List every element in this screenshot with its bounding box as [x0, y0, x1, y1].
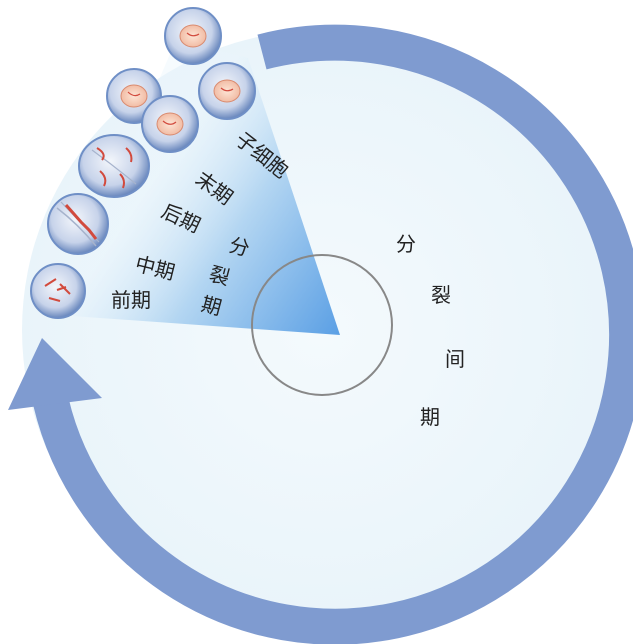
- center-circle: [251, 254, 393, 396]
- anaphase-cell: [78, 134, 150, 198]
- interphase-char-4: 期: [420, 405, 440, 429]
- interphase-char-2: 裂: [431, 283, 451, 307]
- metaphase-cell: [47, 193, 109, 255]
- daughter-cell-pair: [164, 7, 256, 120]
- prophase-label: 前期: [111, 288, 151, 312]
- interphase-char-3: 间: [445, 347, 465, 371]
- prophase-cell: [30, 263, 86, 319]
- telophase-cell-pair: [106, 68, 199, 153]
- interphase-char-1: 分: [396, 232, 416, 256]
- cycle-arrowhead-icon: [8, 338, 102, 410]
- division-phase-wedge: [58, 40, 340, 335]
- cycle-arrow: [30, 24, 633, 644]
